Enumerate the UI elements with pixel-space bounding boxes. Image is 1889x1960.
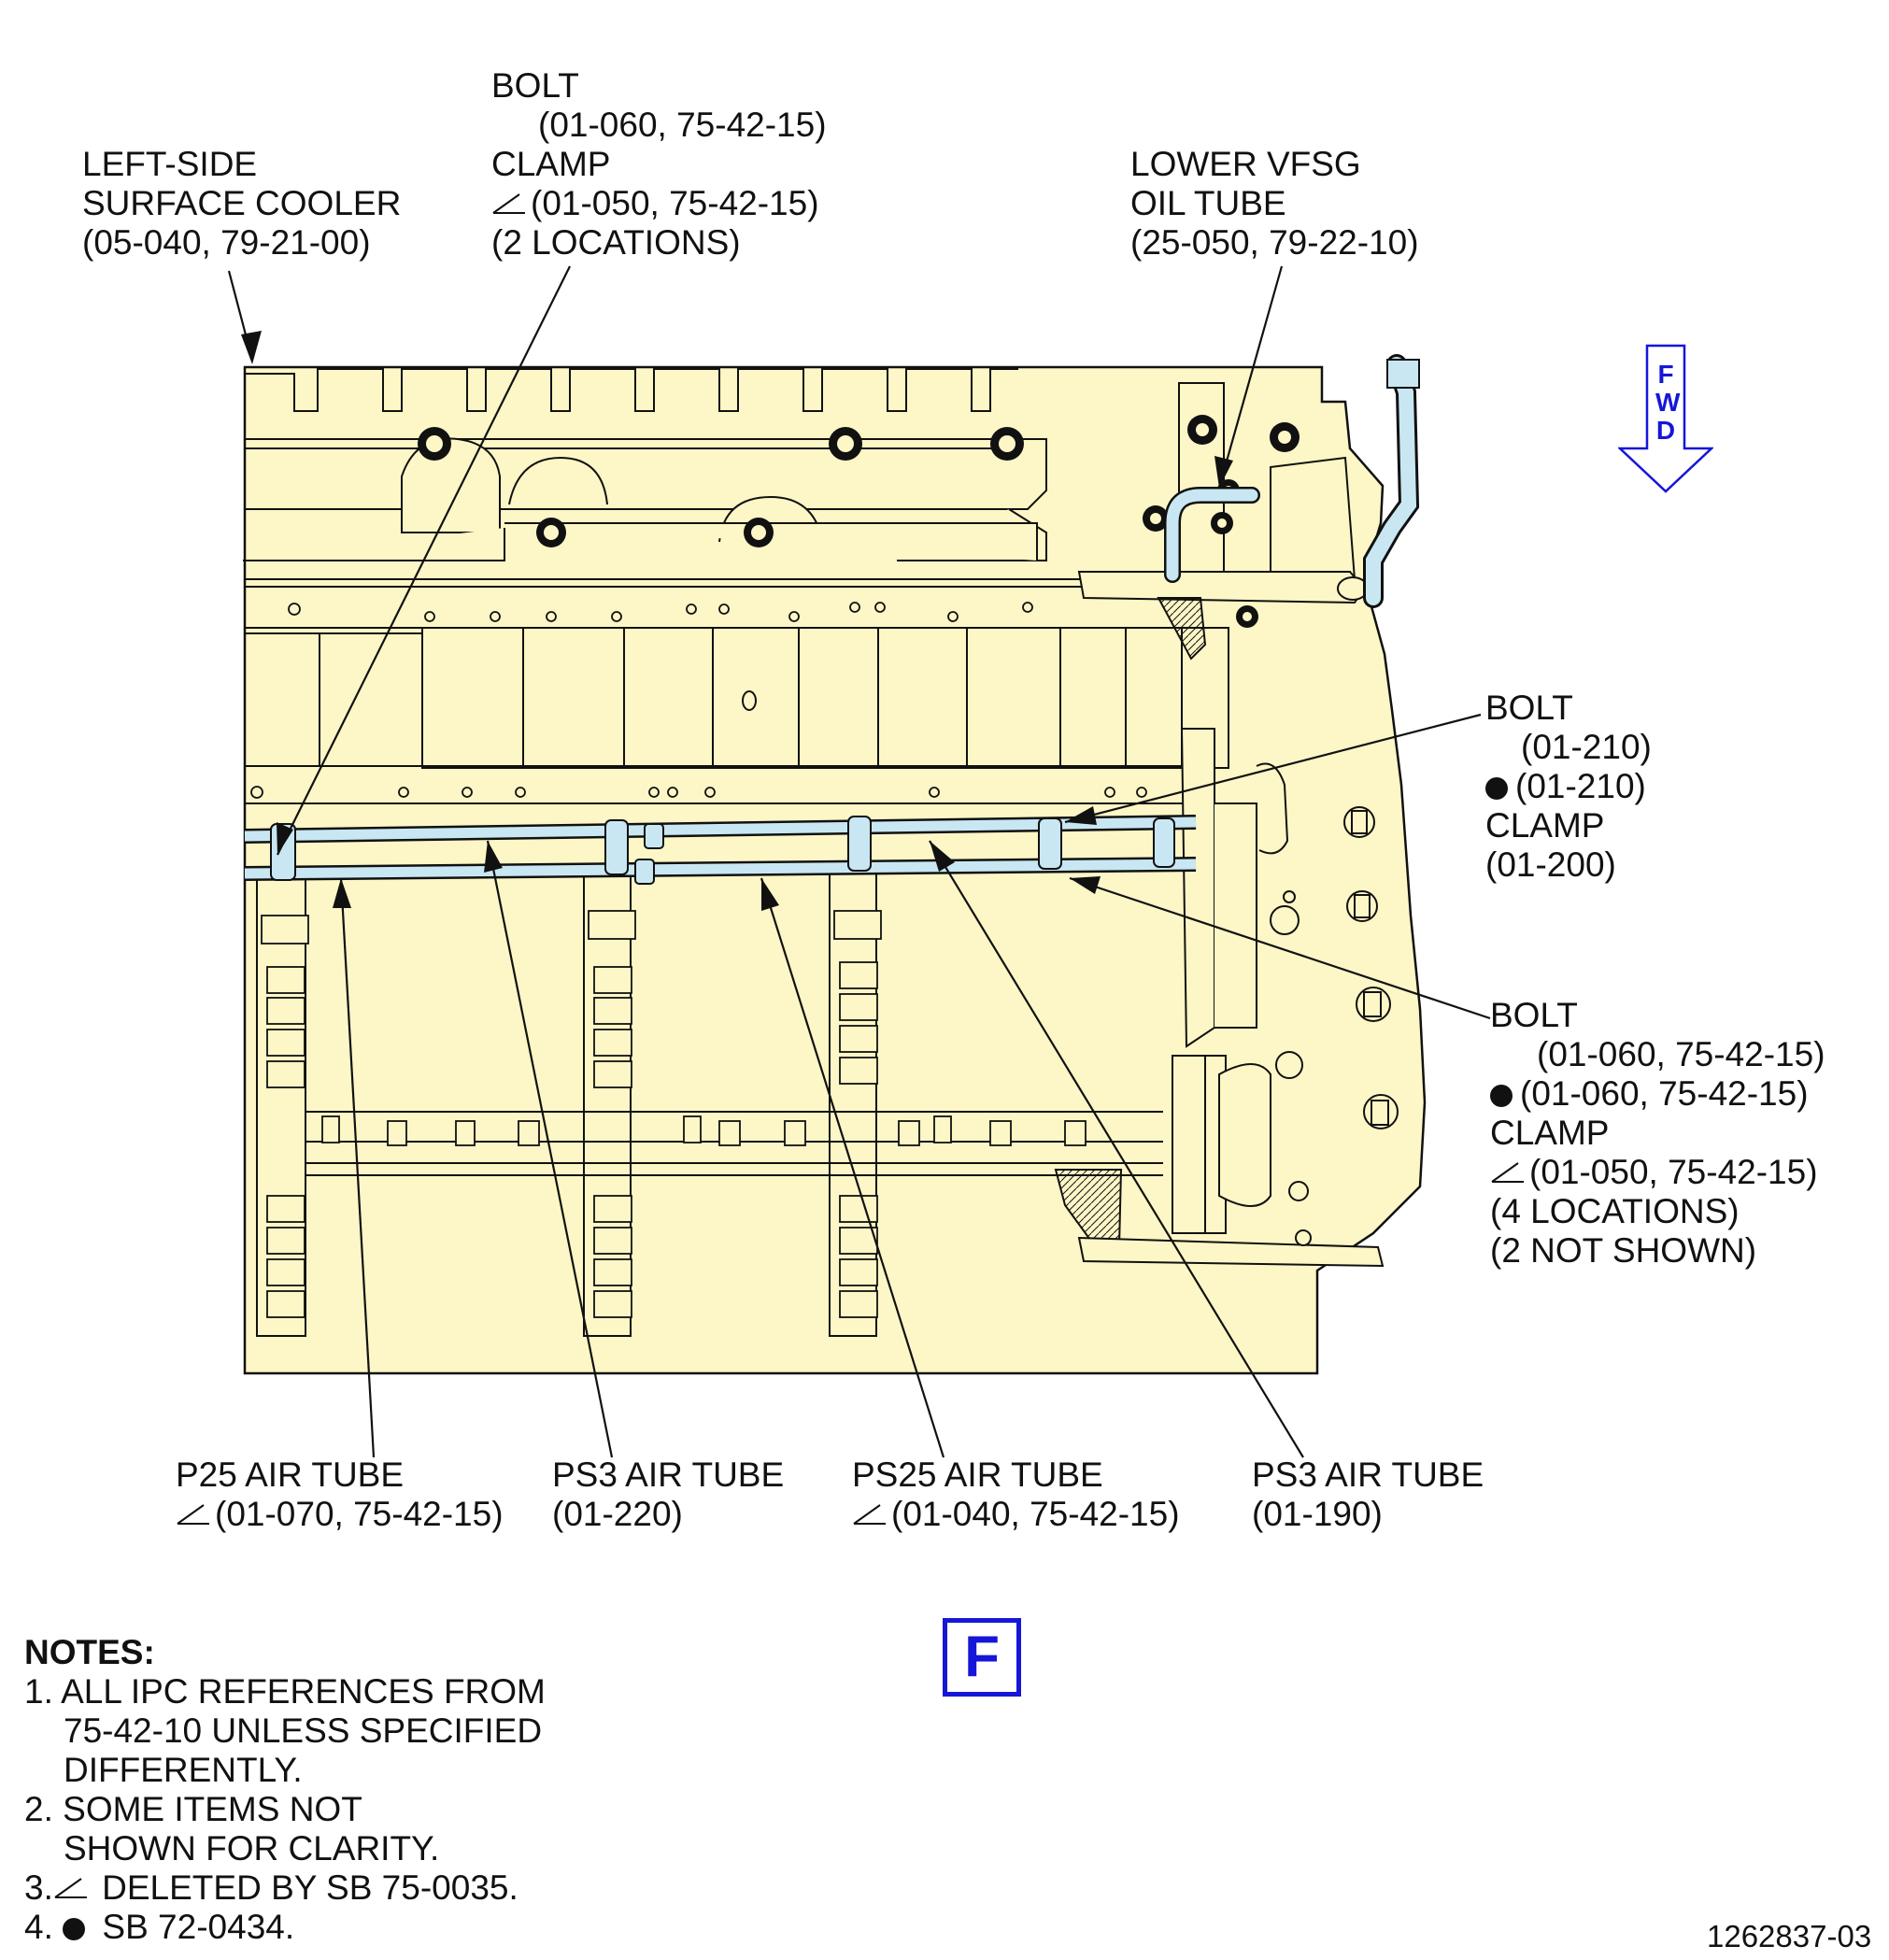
right-frame-ports: [1270, 806, 1399, 1246]
label-bolt-clamp-01-200: BOLT (01-210) (01-210) CLAMP (01-200): [1485, 689, 1652, 884]
label-ps25-air-tube: PS25 AIR TUBE (01-040, 75-42-15): [852, 1456, 1180, 1533]
note-1: 1. ALL IPC REFERENCES FROM 75-42-10 UNLE…: [24, 1672, 546, 1789]
forward-label: FWD: [1655, 360, 1681, 445]
deleted-triangle-icon: [177, 1504, 209, 1525]
port-hole: [742, 690, 757, 711]
label-ps3-air-tube-01-190: PS3 AIR TUBE (01-190): [1252, 1456, 1484, 1533]
sb-dot-icon: [63, 1918, 86, 1940]
leader-lines: [227, 265, 1491, 1458]
upper-right-fittings: [1143, 415, 1300, 628]
notes-block: NOTES: 1. ALL IPC REFERENCES FROM 75-42-…: [24, 1633, 546, 1947]
air-tube-lower: [244, 857, 1197, 881]
small-fasteners: [250, 602, 1147, 799]
sb-dot-icon: [1485, 777, 1508, 800]
air-tube-upper: [244, 815, 1197, 844]
label-bolt-clamp-2-locations: BOLT (01-060, 75-42-15) CLAMP (01-050, 7…: [491, 66, 827, 262]
notes-title: NOTES:: [24, 1633, 155, 1671]
bottom-bracket: [1054, 1169, 1385, 1268]
forward-arrow-icon: [1618, 344, 1713, 493]
rail-tabs: [321, 1115, 1087, 1146]
deleted-triangle-icon: [1491, 1162, 1524, 1183]
sb-dot-icon: [1490, 1085, 1513, 1107]
deleted-triangle-icon: [492, 193, 525, 214]
view-letter-box: F: [943, 1618, 1021, 1697]
label-p25-air-tube: P25 AIR TUBE (01-070, 75-42-15): [176, 1456, 504, 1533]
label-lower-vfsg-oil-tube: LOWER VFSG OIL TUBE (25-050, 79-22-10): [1130, 145, 1419, 262]
boss-row: [243, 437, 1047, 561]
cooler-panels: [244, 627, 1229, 769]
connector-blocks: [261, 910, 882, 1318]
deleted-triangle-icon: [54, 1878, 87, 1898]
wire-loop: [1256, 762, 1289, 855]
figure-number: 1262837-03: [1707, 1919, 1872, 1953]
note-3: 3. DELETED BY SB 75-0035.: [24, 1868, 518, 1907]
note-2: 2. SOME ITEMS NOT SHOWN FOR CLARITY.: [24, 1790, 440, 1868]
label-left-side-surface-cooler: LEFT-SIDE SURFACE COOLER (05-040, 79-21-…: [82, 145, 402, 262]
bolt-heads-top: [418, 427, 1024, 547]
label-ps3-air-tube-01-220: PS3 AIR TUBE (01-220): [552, 1456, 785, 1533]
label-bolt-clamp-4-locations: BOLT (01-060, 75-42-15) (01-060, 75-42-1…: [1490, 996, 1825, 1270]
leader-arrowheads: [241, 331, 1233, 911]
tube-end-fitting: [1386, 359, 1420, 389]
deleted-triangle-icon: [853, 1504, 886, 1525]
right-frame: [1172, 728, 1271, 1234]
note-4: 4. SB 72-0434.: [24, 1908, 295, 1946]
